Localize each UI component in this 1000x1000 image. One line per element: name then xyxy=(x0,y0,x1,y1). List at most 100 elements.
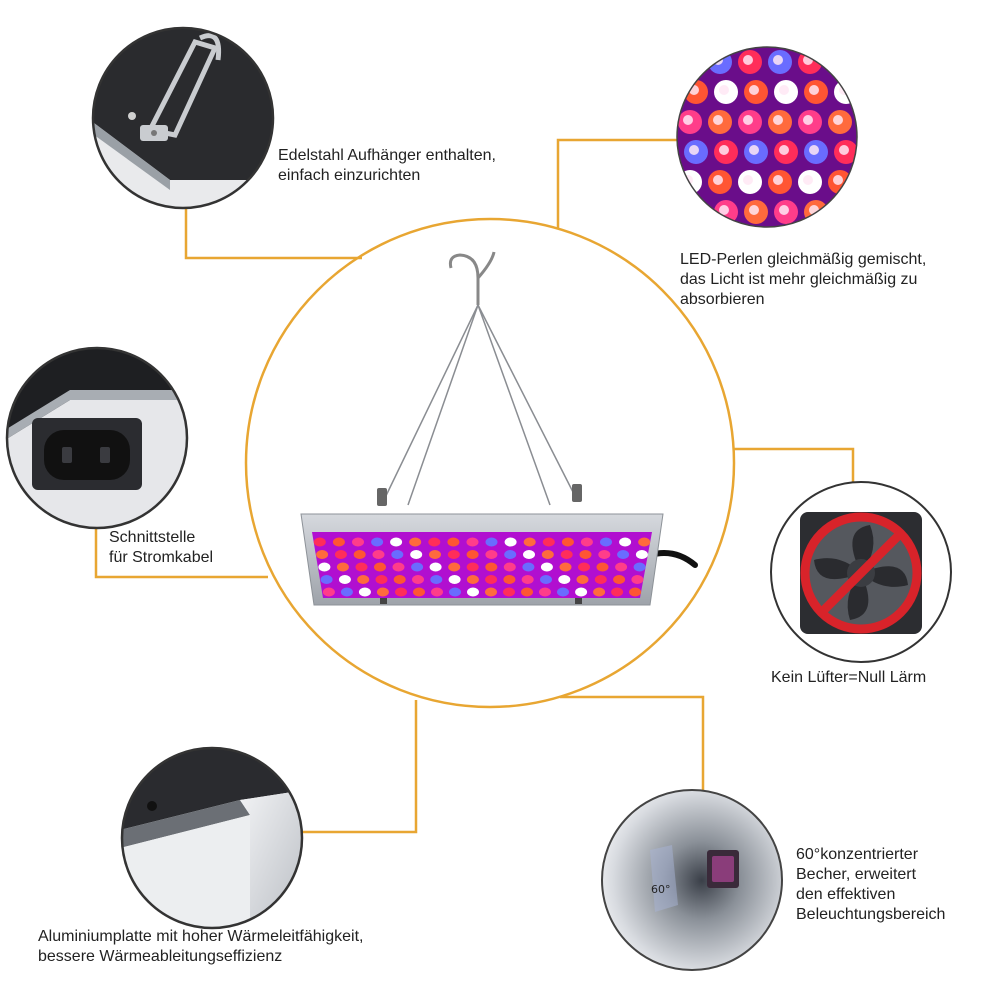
panel-led xyxy=(619,537,632,547)
panel-led xyxy=(596,562,609,572)
panel-led xyxy=(503,575,516,584)
power-socket-photo xyxy=(7,348,187,528)
panel-led xyxy=(503,562,516,572)
panel-led xyxy=(410,550,423,559)
panel-led xyxy=(357,575,370,584)
panel-led xyxy=(629,587,642,597)
panel-led xyxy=(372,550,385,559)
led-bead-highlight xyxy=(743,55,753,65)
led-bead-highlight xyxy=(719,85,729,95)
led-bead-highlight xyxy=(749,85,759,95)
panel-led xyxy=(392,562,405,572)
panel-led xyxy=(429,550,441,559)
panel-led xyxy=(613,575,626,584)
panel-led xyxy=(431,587,443,597)
panel-led xyxy=(631,575,644,584)
panel-led xyxy=(466,575,479,584)
led-bead xyxy=(678,50,702,74)
panel-led xyxy=(316,550,329,559)
connector-hanger xyxy=(184,208,362,260)
panel-led xyxy=(540,575,552,584)
led-bead-highlight xyxy=(779,145,789,155)
no-fan-icon xyxy=(771,482,951,662)
panel-led xyxy=(313,537,326,547)
led-bead-highlight xyxy=(773,175,783,185)
panel-led xyxy=(355,562,368,572)
caption-aluminium: Aluminiumplatte mit hoher Wärmeleitfähig… xyxy=(38,928,364,965)
panel-led xyxy=(578,562,590,572)
panel-led xyxy=(466,537,479,547)
led-bead-highlight xyxy=(809,145,819,155)
grow-light-panel xyxy=(300,251,698,606)
connector-led xyxy=(556,138,677,228)
connector-fan xyxy=(733,447,855,484)
panel-led xyxy=(617,550,630,559)
caption-fan: Kein Lüfter=Null Lärm xyxy=(771,669,927,686)
panel-led xyxy=(336,562,349,572)
panel-led xyxy=(635,550,648,559)
panel-led xyxy=(390,537,403,547)
panel-led xyxy=(522,562,535,572)
panel-led xyxy=(449,587,461,597)
led-bead-highlight xyxy=(803,115,813,125)
panel-led xyxy=(334,550,347,559)
panel-led xyxy=(430,575,443,584)
panel-led xyxy=(600,537,612,547)
panel-led xyxy=(593,587,606,597)
panel-led xyxy=(412,575,424,584)
led-bead-highlight xyxy=(683,55,693,65)
hanging-hook xyxy=(448,253,480,305)
panel-led xyxy=(615,562,628,572)
reflector-cup-photo: 60° xyxy=(602,790,782,970)
panel-led xyxy=(428,537,441,547)
panel-led xyxy=(503,587,515,597)
led-bead-highlight xyxy=(773,55,783,65)
panel-led xyxy=(376,587,389,597)
panel-led xyxy=(332,537,345,547)
led-bead-highlight xyxy=(683,115,693,125)
led-bead-highlight xyxy=(773,115,783,125)
connector-lines xyxy=(94,138,855,834)
panel-led xyxy=(523,550,535,559)
panel-led xyxy=(413,587,425,597)
caption-power: Schnittstelle für Stromkabel xyxy=(109,529,214,566)
panel-led xyxy=(353,550,366,559)
panel-led xyxy=(485,537,498,547)
led-bead-highlight xyxy=(779,85,789,95)
panel-led xyxy=(466,550,479,559)
panel-led xyxy=(579,550,592,559)
panel-led xyxy=(541,550,554,559)
panel-led xyxy=(580,537,593,547)
led-bead-highlight xyxy=(839,205,849,215)
panel-led xyxy=(576,575,589,584)
panel-led xyxy=(611,587,624,597)
panel-led xyxy=(448,575,461,584)
panel-led xyxy=(447,537,460,547)
led-bead-highlight xyxy=(779,205,789,215)
led-bead-highlight xyxy=(743,175,753,185)
panel-led xyxy=(598,550,611,559)
hanging-wires xyxy=(382,304,576,506)
panel-led xyxy=(521,587,533,597)
panel-led xyxy=(411,562,424,572)
panel-led xyxy=(539,587,551,597)
led-bead-highlight xyxy=(803,175,813,185)
panel-led xyxy=(391,550,404,559)
panel-led xyxy=(447,550,460,559)
panel-led xyxy=(559,562,572,572)
panel-led xyxy=(467,587,479,597)
panel-led xyxy=(540,562,553,572)
panel-led xyxy=(542,537,555,547)
panel-led xyxy=(633,562,646,572)
caption-led: LED-Perlen gleichmäßig gemischt, das Lic… xyxy=(680,251,927,308)
panel-led xyxy=(485,575,498,584)
panel-led xyxy=(318,562,331,572)
panel-led xyxy=(523,537,536,547)
panel-led xyxy=(485,550,498,559)
panel-led xyxy=(340,587,353,597)
led-bead-highlight xyxy=(833,55,843,65)
panel-led xyxy=(352,537,364,547)
panel-led xyxy=(638,537,651,547)
led-bead-highlight xyxy=(833,115,843,125)
panel-led xyxy=(429,562,442,572)
